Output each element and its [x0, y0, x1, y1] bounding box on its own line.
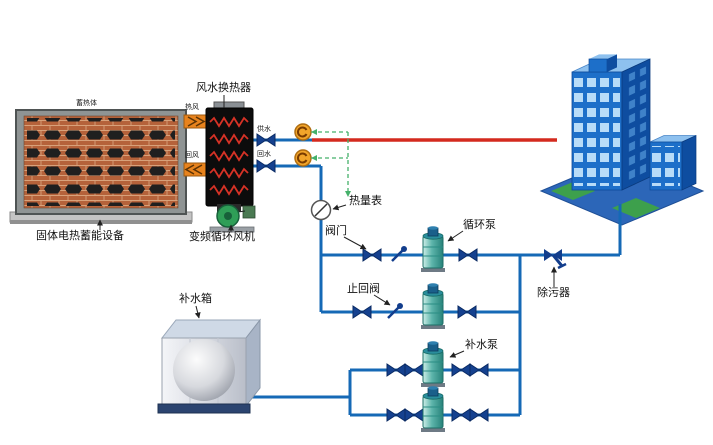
- heat-meter-icon: [310, 199, 332, 221]
- valve-icon: [256, 133, 276, 147]
- valve-icons: [256, 133, 489, 422]
- solid-storage-unit: [9, 109, 193, 224]
- label-storage-core: 蓄热体: [76, 100, 97, 107]
- label-circulation-pump: 循环泵: [463, 219, 496, 231]
- pump-icon: [420, 385, 446, 433]
- strainer-icon: [544, 249, 567, 270]
- label-strainer: 除污器: [537, 287, 570, 299]
- temperature-gauge-icon: [294, 123, 312, 141]
- label-heat-meter: 热量表: [349, 195, 382, 207]
- valve-icon: [457, 305, 477, 319]
- hot-air-duct: [183, 114, 207, 129]
- heating-elements: [27, 118, 175, 206]
- label-return-air: 回风: [185, 152, 199, 159]
- label-supply-water: 供水: [257, 126, 271, 133]
- valve-icon: [451, 408, 471, 422]
- label-valve: 阀门: [325, 225, 347, 237]
- label-storage-device: 固体电热蓄能设备: [36, 230, 124, 242]
- valve-icon: [362, 248, 382, 262]
- return-air-duct: [183, 162, 207, 177]
- water-tank-illustration: [157, 318, 262, 414]
- valve-icon: [458, 248, 478, 262]
- pump-icon: [420, 340, 446, 388]
- label-heat-exchanger: 风水换热器: [196, 82, 251, 94]
- valve-icon: [352, 305, 372, 319]
- valve-icon: [256, 159, 276, 173]
- circulation-fan: [209, 204, 256, 233]
- valve-icon: [451, 363, 471, 377]
- label-circulation-fan: 变频循环风机: [189, 231, 255, 243]
- building-illustration: [539, 54, 705, 226]
- label-makeup-pump: 补水泵: [465, 339, 498, 351]
- label-check-valve: 止回阀: [347, 283, 380, 295]
- label-makeup-tank: 补水箱: [179, 293, 212, 305]
- valve-icon: [469, 363, 489, 377]
- pump-icon: [420, 225, 446, 273]
- temperature-gauge-icon: [294, 149, 312, 167]
- valve-icon: [386, 363, 406, 377]
- valve-icon: [404, 408, 424, 422]
- signal-line: [311, 129, 351, 197]
- valve-icon: [386, 408, 406, 422]
- valve-icon: [469, 408, 489, 422]
- label-hot-air: 热风: [185, 104, 199, 111]
- air-water-heat-exchanger-unit: [205, 101, 254, 212]
- label-return-water: 回水: [257, 151, 271, 158]
- leader-arrows: [97, 95, 557, 358]
- grass-patch: [612, 198, 660, 218]
- valve-icon: [404, 363, 424, 377]
- pump-icon: [420, 282, 446, 330]
